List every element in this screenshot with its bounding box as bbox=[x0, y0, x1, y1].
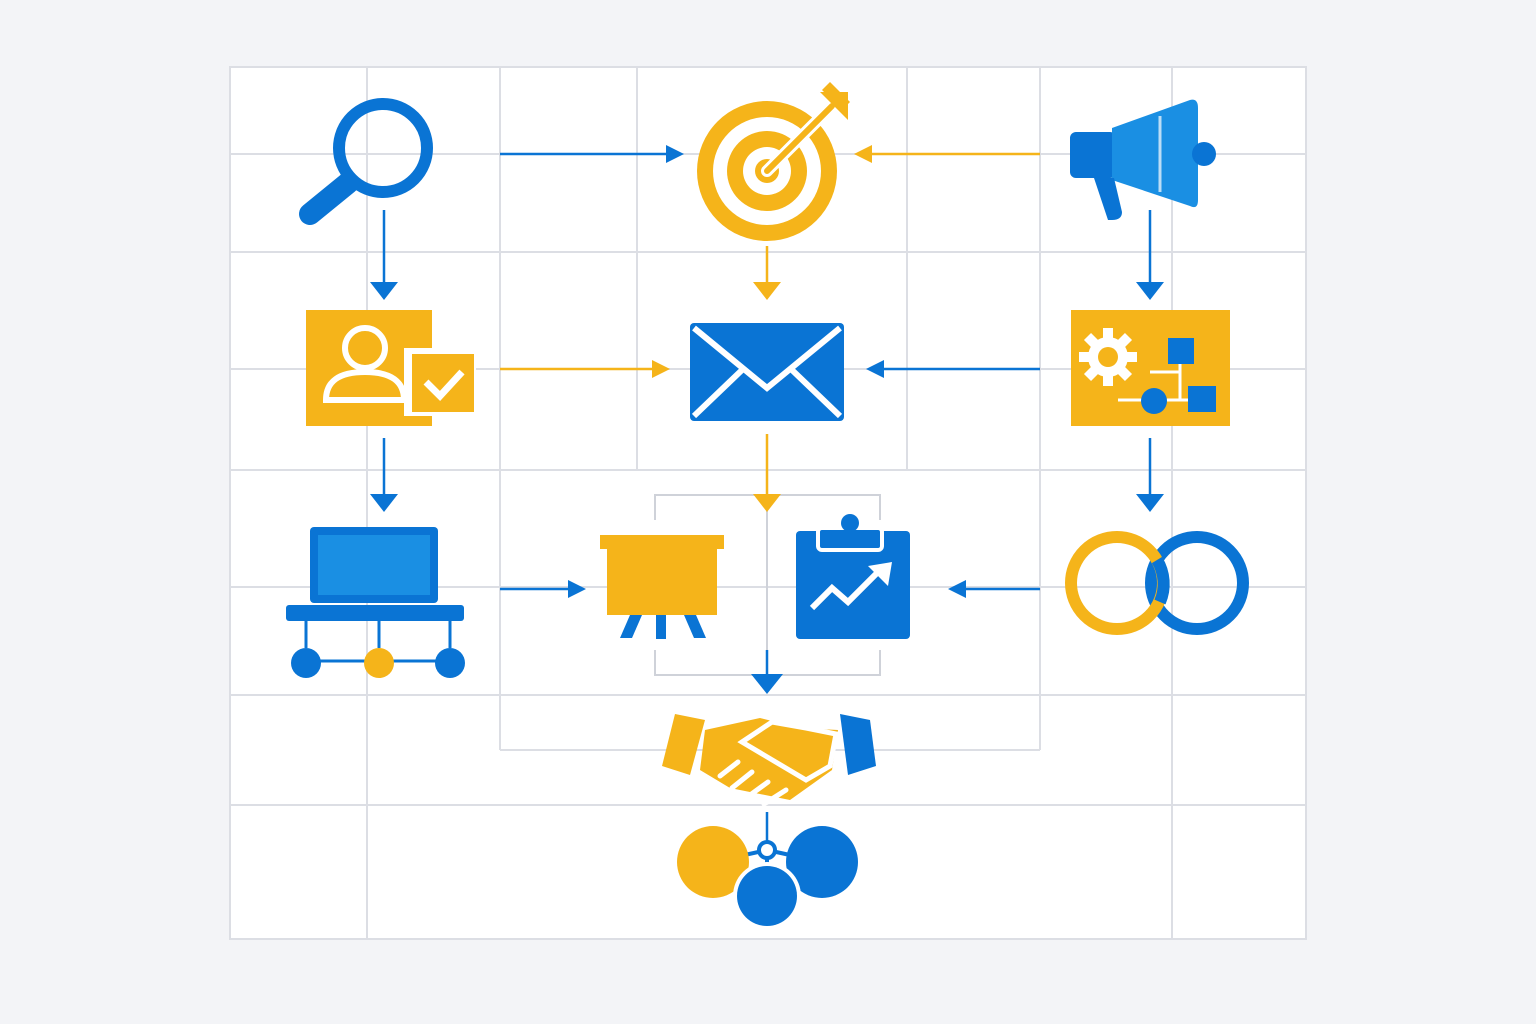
megaphone-icon bbox=[1070, 99, 1216, 220]
arrowhead bbox=[568, 580, 586, 598]
arrowhead bbox=[370, 494, 398, 512]
arrowhead bbox=[753, 494, 781, 512]
target-arrow-icon bbox=[697, 82, 850, 241]
infinity-loop-icon bbox=[1065, 531, 1249, 635]
arrowhead bbox=[866, 360, 884, 378]
arrowhead bbox=[854, 145, 872, 163]
profile-check-icon bbox=[306, 310, 476, 426]
people-circles-icon bbox=[677, 826, 858, 930]
arrowhead bbox=[652, 360, 670, 378]
connector-arrows bbox=[370, 145, 1164, 850]
arrowhead bbox=[751, 674, 783, 694]
arrowhead bbox=[666, 145, 684, 163]
arrowhead bbox=[370, 282, 398, 300]
clipboard-chart-icon bbox=[796, 514, 910, 639]
handshake-icon bbox=[662, 714, 876, 807]
arrowhead bbox=[948, 580, 966, 598]
presentation-board-icon bbox=[600, 535, 724, 639]
envelope-icon bbox=[690, 323, 844, 421]
magnifying-glass-icon bbox=[299, 98, 433, 225]
arrowhead bbox=[753, 282, 781, 300]
laptop-network-icon bbox=[286, 527, 465, 678]
arrowhead bbox=[1136, 282, 1164, 300]
arrowhead bbox=[1136, 494, 1164, 512]
gear-flow-icon bbox=[1071, 310, 1230, 426]
